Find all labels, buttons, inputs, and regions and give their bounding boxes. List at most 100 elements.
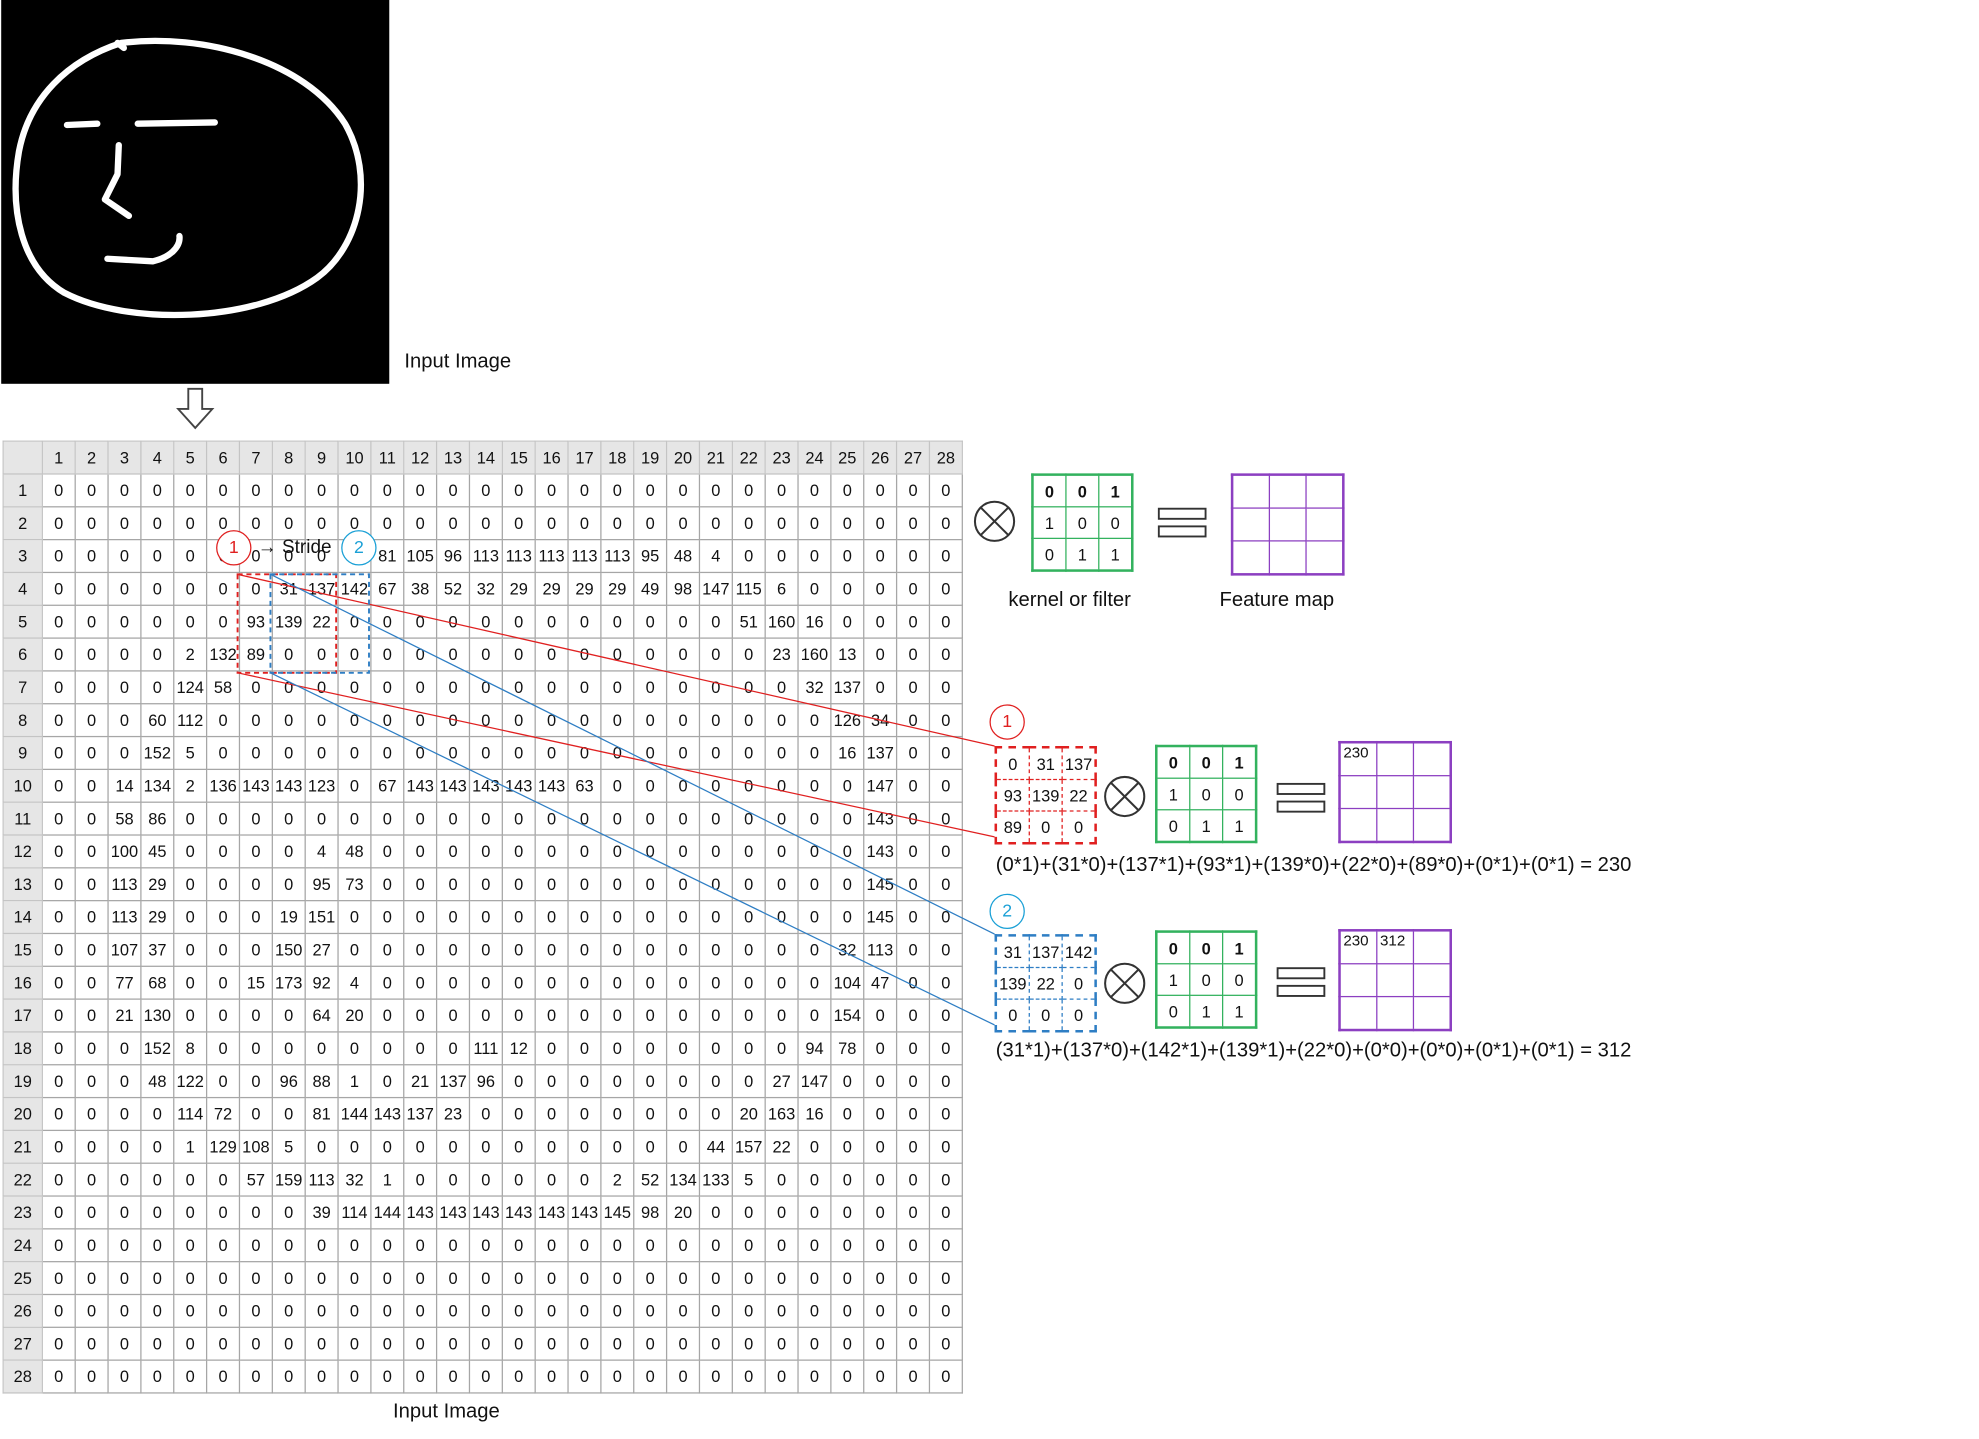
pixel-cell: 0	[501, 965, 536, 1000]
pixel-cell: 0	[928, 1293, 963, 1328]
pixel-cell: 63	[567, 768, 602, 803]
step1-badge: 1	[989, 704, 1025, 740]
pixel-cell: 0	[370, 867, 405, 902]
pixel-cell: 0	[928, 539, 963, 574]
pixel-cell: 0	[698, 998, 733, 1033]
pixel-cell: 0	[238, 1359, 273, 1394]
pixel-cell: 0	[600, 1031, 635, 1066]
pixel-cell: 0	[600, 965, 635, 1000]
pixel-cell: 0	[633, 867, 668, 902]
pixel-cell: 0	[41, 539, 76, 574]
pixel-cell: 0	[107, 1261, 142, 1296]
pixel-cell: 0	[633, 1326, 668, 1361]
pixel-cell: 0	[534, 1064, 569, 1099]
pixel-cell: 0	[74, 735, 109, 771]
pixel-cell: 143	[534, 768, 569, 803]
pixel-cell: 0	[797, 801, 832, 836]
pixel-cell: 77	[107, 965, 142, 1000]
pixel-cell: 0	[863, 637, 898, 672]
kernel-cell: 1	[1065, 537, 1100, 572]
row-header: 20	[2, 1096, 43, 1132]
pixel-cell: 0	[731, 1064, 766, 1099]
pixel-cell: 0	[173, 867, 208, 902]
kernel-cell: 1	[1222, 809, 1257, 843]
patch-cell: 31	[995, 934, 1030, 969]
pixel-cell: 0	[895, 1064, 931, 1099]
pixel-cell: 0	[41, 1195, 76, 1230]
pixel-cell: 0	[567, 801, 602, 836]
column-header: 10	[337, 440, 372, 475]
column-header: 17	[567, 440, 602, 475]
pixel-cell: 0	[633, 735, 668, 771]
pixel-cell: 0	[41, 473, 76, 508]
row-header: 17	[2, 998, 43, 1033]
pixel-cell: 0	[41, 506, 76, 541]
pixel-cell: 12	[501, 1031, 536, 1066]
pixel-cell: 72	[205, 1096, 241, 1132]
pixel-cell: 0	[271, 867, 306, 902]
pixel-cell: 0	[41, 1162, 76, 1197]
pixel-cell: 0	[238, 1031, 273, 1066]
pixel-cell: 0	[403, 900, 438, 935]
kernel-cell: 0	[1065, 506, 1100, 540]
column-header: 26	[863, 440, 898, 475]
pixel-cell: 0	[830, 539, 865, 574]
pixel-cell: 0	[140, 1162, 175, 1197]
pixel-cell: 143	[435, 768, 471, 803]
pixel-cell: 0	[173, 998, 208, 1033]
feature-map-row	[1231, 507, 1344, 542]
pixel-cell: 113	[304, 1162, 339, 1197]
pixel-cell: 0	[863, 1293, 898, 1328]
pixel-cell: 0	[928, 604, 963, 639]
pixel-cell: 13	[830, 637, 865, 672]
pixel-cell: 0	[403, 604, 438, 639]
column-header: 18	[600, 440, 635, 475]
pixel-cell: 0	[403, 1261, 438, 1296]
pixel-cell: 173	[271, 965, 306, 1000]
kernel-cell: 1	[1189, 809, 1224, 843]
pixel-cell: 0	[534, 604, 569, 639]
pixel-cell: 48	[665, 539, 701, 574]
pixel-cell: 0	[863, 1129, 898, 1164]
row-header: 4	[2, 571, 43, 606]
pixel-cell: 0	[370, 637, 405, 672]
pixel-cell: 0	[435, 900, 471, 935]
pixel-cell: 0	[403, 1326, 438, 1361]
pixel-cell: 0	[140, 637, 175, 672]
pixel-cell: 0	[205, 965, 241, 1000]
row-header: 21	[2, 1129, 43, 1164]
pixel-cell: 0	[731, 801, 766, 836]
pixel-cell: 0	[764, 1293, 799, 1328]
pixel-cell: 0	[895, 670, 931, 705]
patch-cell: 0	[995, 746, 1030, 781]
patch-cell: 89	[995, 810, 1030, 844]
pixel-cell: 0	[895, 637, 931, 672]
pixel-cell: 0	[534, 998, 569, 1033]
pixel-cell: 0	[435, 834, 471, 869]
feature-map-cell	[1376, 741, 1415, 777]
pixel-cell: 0	[665, 834, 701, 869]
kernel-cell: 0	[1031, 474, 1067, 508]
pixel-cell: 0	[698, 703, 733, 738]
pixel-cell: 45	[140, 834, 175, 869]
pixel-cell: 0	[74, 1195, 109, 1230]
pixel-cell: 143	[863, 834, 898, 869]
kernel-cell: 0	[1155, 994, 1191, 1029]
pixel-cell: 0	[567, 1359, 602, 1394]
pixel-cell: 22	[304, 604, 339, 639]
pixel-cell: 0	[698, 1064, 733, 1099]
row-header: 7	[2, 670, 43, 705]
step1-connectors	[237, 573, 995, 838]
convolution-operator-icon	[1104, 775, 1146, 818]
pixel-cell: 0	[731, 834, 766, 869]
pixel-cell: 112	[173, 703, 208, 738]
row-header: 10	[2, 768, 43, 803]
pixel-cell: 0	[567, 965, 602, 1000]
pixel-cell: 0	[698, 965, 733, 1000]
